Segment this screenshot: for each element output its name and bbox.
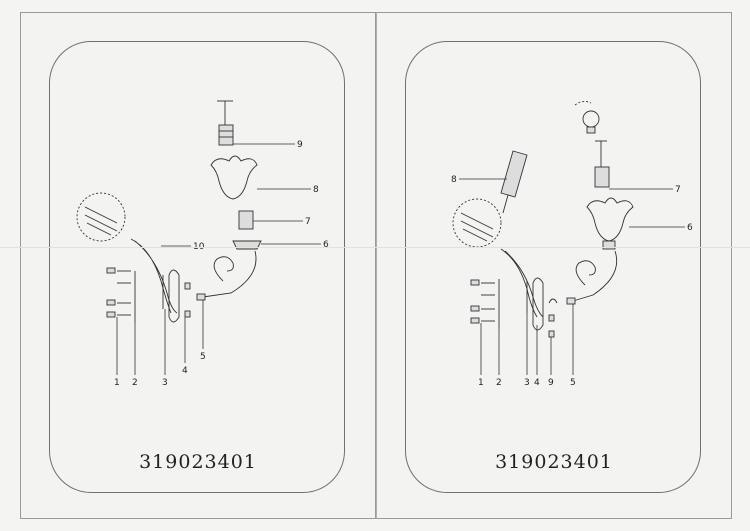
screws-part-2 (117, 270, 136, 323)
label-7: 7 (675, 185, 681, 195)
right-exploded-diagram: 7 6 8 5 9 4 3 2 1 (451, 100, 693, 388)
model-number: 319023401 (495, 451, 613, 473)
screwdriver-part-8 (500, 150, 528, 214)
wall-plate-part-4 (532, 277, 544, 331)
wire-bundle (500, 248, 544, 318)
glass-shade-part-6 (586, 197, 634, 242)
model-number: 319023401 (139, 451, 257, 473)
label-7: 7 (305, 217, 311, 227)
right-instruction-sheet: 7 6 8 5 9 4 3 2 1 319023401 (376, 12, 732, 519)
label-2: 2 (496, 378, 502, 388)
label-1: 1 (114, 378, 120, 388)
label-9: 9 (548, 378, 554, 388)
anchors-part-1 (106, 267, 116, 318)
wire-bundle-part-10 (130, 238, 178, 314)
label-6: 6 (687, 223, 693, 233)
label-5: 5 (200, 352, 206, 362)
bulb-icon (574, 100, 600, 134)
socket-part-9 (217, 100, 234, 146)
label-4: 4 (182, 366, 188, 376)
label-5: 5 (570, 378, 576, 388)
anchors-part-1 (470, 279, 480, 324)
label-2: 2 (132, 378, 138, 388)
left-instruction-sheet: 9 8 7 6 10 5 4 3 2 1 319023401 (20, 12, 376, 519)
detail-magnifier (76, 192, 126, 242)
label-10: 10 (193, 242, 205, 252)
right-rounded-panel (405, 41, 701, 493)
label-8: 8 (313, 185, 319, 195)
label-6: 6 (323, 240, 329, 250)
nut-part-9 (548, 330, 555, 338)
label-3: 3 (524, 378, 530, 388)
hook-part (548, 298, 558, 304)
socket-part-7 (594, 140, 610, 188)
wall-plate-part-4 (168, 269, 180, 323)
label-4: 4 (534, 378, 540, 388)
label-9: 9 (297, 140, 303, 150)
label-8: 8 (451, 175, 457, 185)
left-rounded-panel (49, 41, 345, 493)
sleeve-part-7 (238, 210, 254, 230)
scroll-arm-part-5 (202, 250, 257, 298)
glass-shade-part-8 (210, 155, 258, 200)
left-exploded-diagram: 9 8 7 6 10 5 4 3 2 1 (76, 100, 329, 388)
scroll-arm-part-5 (572, 250, 618, 302)
detail-magnifier (452, 198, 502, 248)
label-3: 3 (162, 378, 168, 388)
label-1: 1 (478, 378, 484, 388)
screws-part-2 (481, 279, 500, 329)
cup-part-6 (232, 240, 262, 250)
